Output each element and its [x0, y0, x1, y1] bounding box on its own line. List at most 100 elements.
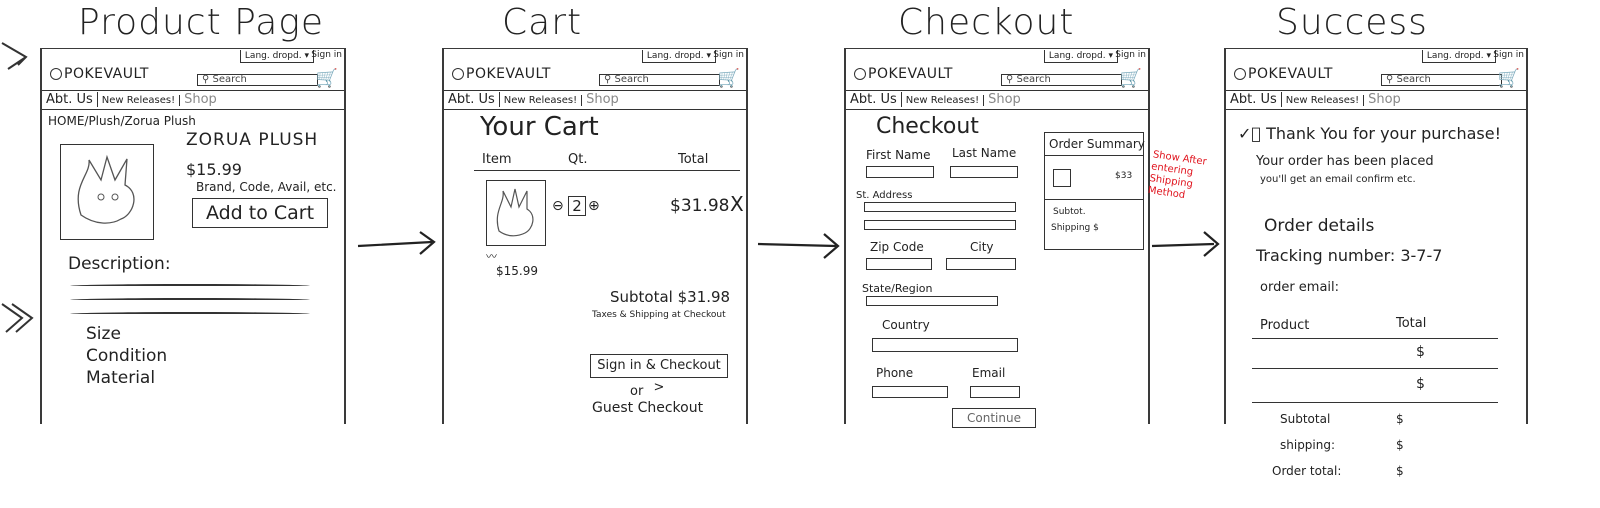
nav-new-releases[interactable]: New Releases!: [97, 95, 181, 106]
city-label: City: [970, 240, 994, 254]
first-name-input[interactable]: [866, 166, 934, 178]
nav-about[interactable]: Abt. Us: [1226, 92, 1282, 107]
col-total: Total: [1396, 316, 1427, 331]
summary-subtotal: Subtot.: [1053, 207, 1086, 217]
guest-checkout-link[interactable]: Guest Checkout: [592, 400, 704, 416]
qty-increase-button[interactable]: ⊕: [588, 198, 600, 214]
line-total: $31.98: [670, 196, 730, 216]
summary-item-image: [1053, 169, 1071, 187]
cart-icon[interactable]: 🛒: [717, 68, 740, 89]
shipping-note: Show After entering Shipping Method: [1147, 149, 1208, 202]
add-to-cart-button[interactable]: Add to Cart: [192, 198, 328, 228]
success-subtotal-value: $: [1396, 412, 1404, 426]
or-text: or: [630, 384, 644, 399]
nav-shop[interactable]: Shop: [1368, 92, 1401, 107]
qty-decrease-button[interactable]: ⊖: [552, 198, 564, 214]
remove-item-button[interactable]: X: [730, 192, 744, 216]
order-details-heading: Order details: [1264, 216, 1375, 236]
language-dropdown[interactable]: Lang. dropd. ▾: [1421, 50, 1496, 63]
email-input[interactable]: [970, 386, 1020, 398]
zip-input[interactable]: [866, 258, 932, 270]
success-subtotal: Subtotal: [1280, 412, 1331, 426]
entry-double-arrow-icon: [1, 303, 34, 333]
logo-icon: [452, 68, 464, 80]
flow-arrow-icon: [357, 231, 436, 255]
logo[interactable]: POKEVAULT: [854, 66, 953, 82]
country-input[interactable]: [872, 338, 1018, 352]
language-dropdown[interactable]: Lang. dropd. ▾: [641, 50, 716, 63]
sign-in-link[interactable]: Sign in: [713, 50, 744, 60]
search-input[interactable]: ⚲ Search: [1001, 74, 1122, 86]
summary-shipping: Shipping $: [1051, 223, 1099, 233]
flow-arrow-icon: [1151, 231, 1220, 257]
product-price: $15.99: [186, 160, 242, 179]
nav-about[interactable]: Abt. Us: [444, 92, 500, 107]
address-input[interactable]: [864, 202, 1016, 212]
nav-shop[interactable]: Shop: [988, 92, 1021, 107]
nav-about[interactable]: Abt. Us: [846, 92, 902, 107]
cart-heading: Your Cart: [480, 112, 599, 142]
sign-in-link[interactable]: Sign in: [311, 50, 342, 60]
success-order-total-value: $: [1396, 464, 1404, 478]
language-dropdown[interactable]: Lang. dropd. ▾: [239, 50, 314, 63]
email-label: Email: [972, 366, 1006, 380]
description-line: [70, 284, 310, 288]
phone-input[interactable]: [872, 386, 948, 398]
success-order-total: Order total:: [1272, 464, 1342, 478]
description-line: [70, 312, 310, 316]
order-placed-text: Your order has been placed: [1256, 154, 1434, 169]
cart-item-price: $15.99: [496, 264, 538, 278]
sign-in-link[interactable]: Sign in: [1115, 50, 1146, 60]
state-dropdown[interactable]: [866, 296, 998, 306]
search-input[interactable]: ⚲ Search: [197, 74, 318, 86]
cart-icon[interactable]: 🛒: [1497, 68, 1520, 89]
divider: [1252, 338, 1498, 339]
product-name: ZORUA PLUSH: [186, 130, 319, 150]
zorua-sketch-icon: [496, 188, 534, 237]
address-label: St. Address: [856, 190, 913, 201]
order-email: order email:: [1260, 280, 1340, 295]
city-input[interactable]: [946, 258, 1016, 270]
spec-condition: Condition: [86, 346, 168, 366]
sign-in-checkout-button[interactable]: Sign in & Checkout >: [590, 354, 728, 395]
address-input-2[interactable]: [864, 220, 1016, 230]
cart-icon[interactable]: 🛒: [1119, 68, 1142, 89]
nav-new-releases[interactable]: New Releases!: [1281, 95, 1365, 106]
checkout-heading: Checkout: [876, 114, 979, 139]
logo[interactable]: POKEVAULT: [50, 66, 149, 82]
sign-in-link[interactable]: Sign in: [1493, 50, 1524, 60]
continue-button[interactable]: Continue: [952, 408, 1036, 428]
nav-new-releases[interactable]: New Releases!: [499, 95, 583, 106]
nav-shop[interactable]: Shop: [586, 92, 619, 107]
state-label: State/Region: [862, 282, 933, 295]
last-name-input[interactable]: [950, 166, 1018, 178]
divider: [1252, 402, 1498, 403]
cart-wireframe: Lang. dropd. ▾ Sign in POKEVAULT ⚲ Searc…: [442, 48, 748, 424]
order-summary-title: Order Summary: [1049, 137, 1145, 151]
email-confirm-note: you'll get an email confirm etc.: [1260, 174, 1416, 185]
cart-icon[interactable]: 🛒: [315, 68, 338, 89]
logo[interactable]: POKEVAULT: [1234, 66, 1333, 82]
qty-input[interactable]: 2: [568, 196, 586, 216]
success-wireframe: Lang. dropd. ▾ Sign in POKEVAULT ⚲ Searc…: [1224, 48, 1528, 478]
title-product-page: Product Page: [78, 2, 325, 43]
title-checkout: Checkout: [898, 2, 1075, 43]
first-name-label: First Name: [866, 148, 931, 162]
search-input[interactable]: ⚲ Search: [1381, 74, 1502, 86]
search-input[interactable]: ⚲ Search: [599, 74, 720, 86]
flow-arrow-icon: [757, 233, 840, 259]
logo-icon: [1234, 68, 1246, 80]
logo[interactable]: POKEVAULT: [452, 66, 551, 82]
spec-size: Size: [86, 324, 121, 344]
summary-price: $33: [1115, 171, 1133, 181]
nav-about[interactable]: Abt. Us: [42, 92, 98, 107]
checkout-wireframe: Lang. dropd. ▾ Sign in POKEVAULT ⚲ Searc…: [844, 48, 1150, 428]
nav-shop[interactable]: Shop: [184, 92, 217, 107]
breadcrumb[interactable]: HOME/Plush/Zorua Plush: [48, 114, 196, 128]
logo-icon: [854, 68, 866, 80]
nav-new-releases[interactable]: New Releases!: [901, 95, 985, 106]
language-dropdown[interactable]: Lang. dropd. ▾: [1043, 50, 1118, 63]
country-label: Country: [882, 318, 930, 332]
